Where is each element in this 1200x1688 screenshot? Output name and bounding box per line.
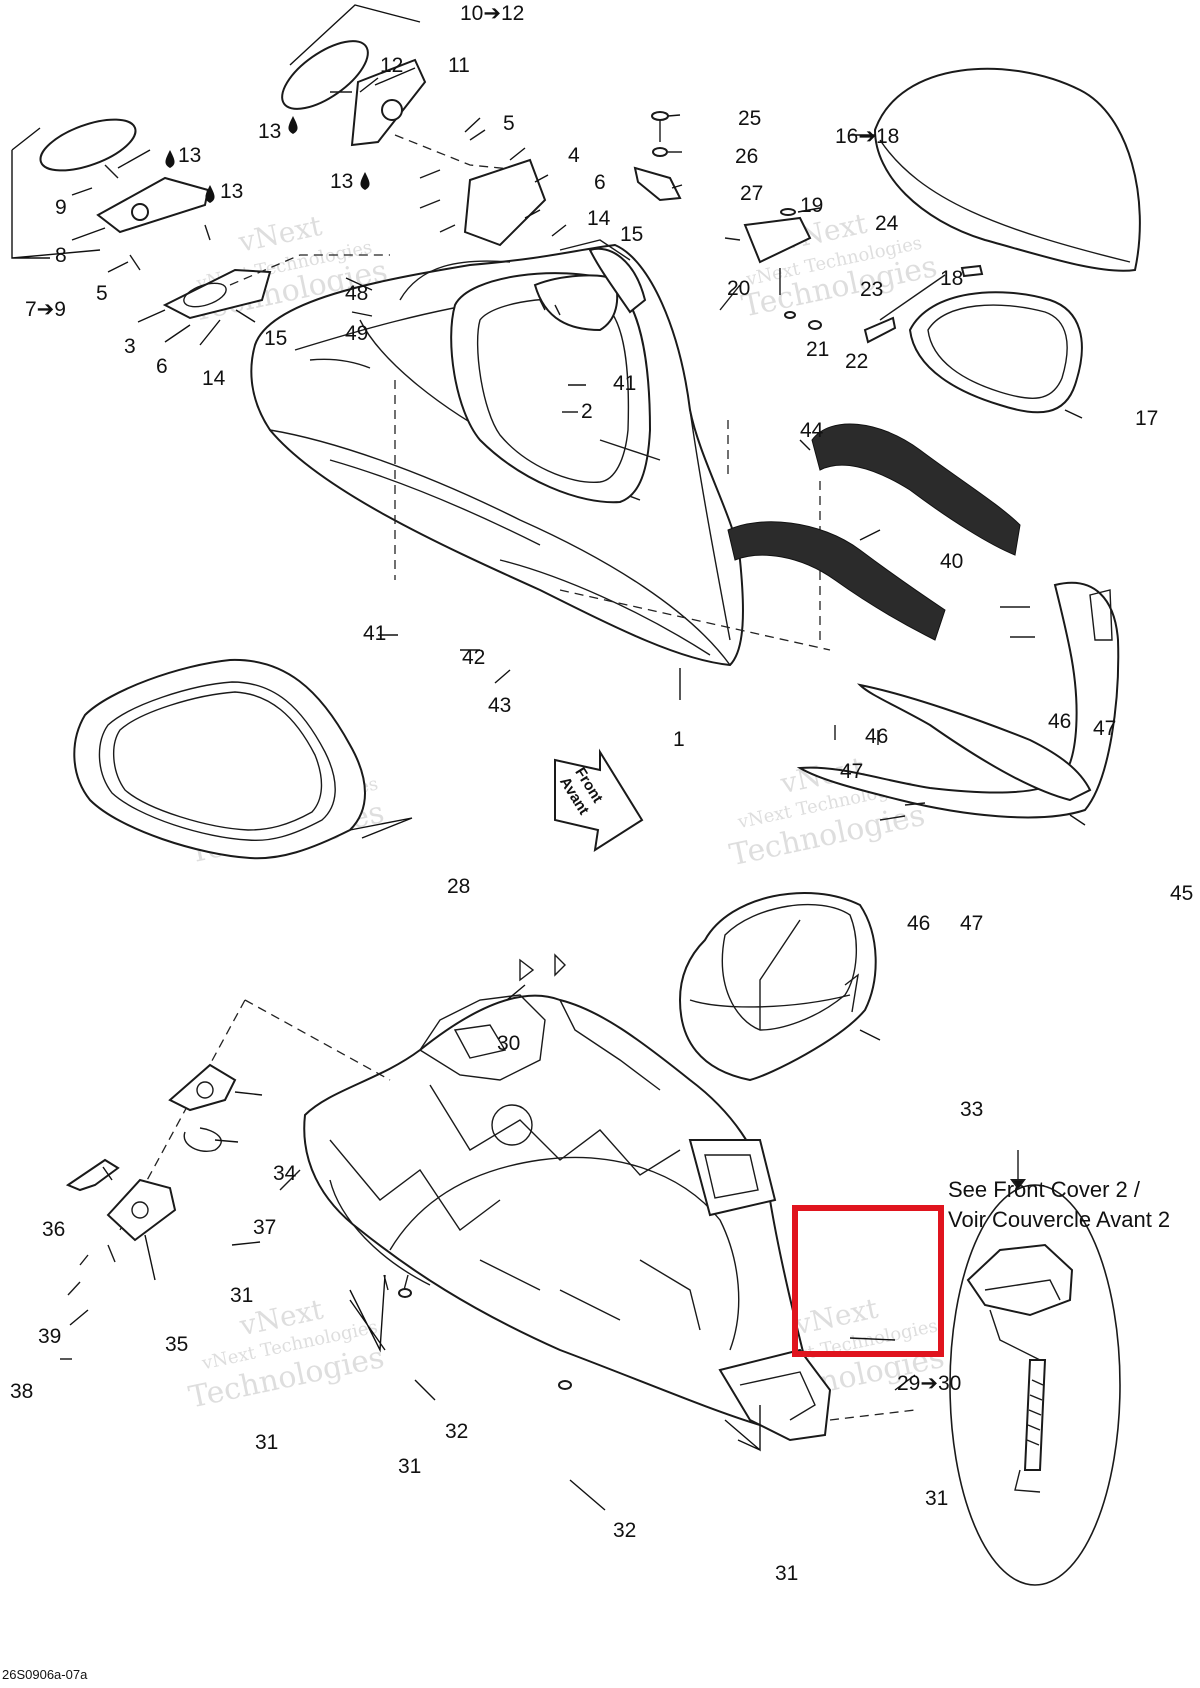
callout-43: 43 (488, 694, 511, 717)
air-hose-lower (727, 521, 946, 641)
callout-30: 30 (497, 1032, 520, 1055)
drop-icon (165, 150, 175, 168)
windshield (873, 67, 1141, 272)
callout-4: 4 (568, 144, 580, 167)
windshield-gasket (863, 264, 1083, 414)
callout-7-9: 7➔9 (25, 298, 66, 321)
side-trim-panels (796, 581, 1120, 821)
callout-31-c: 31 (398, 1455, 421, 1478)
callout-31-b: 31 (255, 1431, 278, 1454)
drop-icon (205, 185, 215, 203)
callout-numbers: 10➔12 11 12 13 13 13 13 9 8 7➔9 5 3 6 14… (10, 2, 1193, 1585)
fasteners-top (129, 111, 822, 330)
callout-11: 11 (448, 54, 470, 77)
storage-basket (678, 892, 877, 1082)
callout-33: 33 (960, 1098, 983, 1121)
callout-48: 48 (345, 282, 368, 305)
callout-26: 26 (735, 145, 758, 168)
callout-10-12: 10➔12 (460, 2, 524, 25)
callout-47-a: 47 (1093, 717, 1116, 740)
direction-arrow: Front Avant (554, 748, 644, 853)
callout-47-c: 47 (960, 912, 983, 935)
callout-42: 42 (462, 646, 485, 669)
callout-47-b: 47 (840, 760, 863, 783)
callout-18-a: 18 (940, 267, 963, 290)
callout-22: 22 (845, 350, 868, 373)
callout-12: 12 (380, 54, 403, 77)
callout-15-a: 15 (264, 327, 287, 350)
callout-16-18: 16➔18 (835, 125, 899, 148)
callout-13-d: 13 (330, 170, 353, 193)
storage-gasket (73, 658, 413, 860)
callout-13-a: 13 (258, 120, 281, 143)
callout-3: 3 (124, 335, 136, 358)
callout-31-e: 31 (775, 1562, 798, 1585)
callout-46-c: 46 (907, 912, 930, 935)
callout-5-a: 5 (96, 282, 108, 305)
callout-6-b: 6 (594, 171, 606, 194)
drop-icon (360, 172, 370, 190)
highlight-box (792, 1205, 944, 1357)
callout-leaders (60, 67, 1086, 1511)
callout-9: 9 (55, 196, 67, 219)
callout-39: 39 (38, 1325, 61, 1348)
callout-27: 27 (740, 182, 763, 205)
callout-41-b: 41 (363, 622, 386, 645)
watermark-middle-right: vNext vNext Technologies Technologies (727, 750, 928, 873)
callout-28: 28 (447, 875, 470, 898)
note-line-2: Voir Couvercle Avant 2 (948, 1207, 1170, 1232)
callout-1: 1 (673, 728, 685, 751)
callout-32-a: 32 (445, 1420, 468, 1443)
callout-8: 8 (55, 244, 67, 267)
callout-31-d: 31 (925, 1487, 948, 1510)
callout-38: 38 (10, 1380, 33, 1403)
drop-icons (165, 116, 370, 203)
front-cover (250, 239, 831, 667)
front-cover-2-detail (949, 1150, 1121, 1586)
callout-49: 49 (345, 322, 368, 345)
callout-5-b: 5 (503, 112, 515, 135)
callout-24: 24 (875, 212, 899, 235)
callout-40: 40 (940, 550, 963, 573)
callout-25: 25 (738, 107, 761, 130)
callout-32-b: 32 (613, 1519, 636, 1542)
callout-15-b: 15 (620, 223, 643, 246)
note-line-1: See Front Cover 2 / (948, 1177, 1141, 1202)
callout-23: 23 (860, 278, 883, 301)
callout-34: 34 (273, 1162, 297, 1185)
callout-14-b: 14 (587, 207, 611, 230)
callout-41-a: 41 (613, 372, 636, 395)
mirror-assembly-lower (39, 118, 547, 320)
air-hose-upper (811, 423, 1021, 556)
callout-44: 44 (800, 419, 824, 442)
drop-icon (288, 116, 298, 134)
callout-17: 17 (1135, 407, 1158, 430)
bracket-10-12-lines (11, 4, 421, 259)
callout-13-c: 13 (220, 180, 243, 203)
callout-45: 45 (1170, 882, 1193, 905)
callout-35: 35 (165, 1333, 188, 1356)
callout-31-a: 31 (230, 1284, 253, 1307)
callout-2: 2 (581, 400, 593, 423)
callout-19: 19 (800, 194, 823, 217)
callout-29-30: 29➔30 (897, 1372, 961, 1395)
support-frame (119, 953, 916, 1452)
callout-46-a: 46 (1048, 710, 1071, 733)
callout-21: 21 (806, 338, 829, 361)
callout-6-a: 6 (156, 355, 168, 378)
callout-37: 37 (253, 1216, 276, 1239)
callout-13-b: 13 (178, 144, 201, 167)
document-code: 26S0906a-07a (2, 1667, 88, 1682)
mirror-assembly-upper (281, 40, 521, 171)
callout-36: 36 (42, 1218, 65, 1241)
callout-14-a: 14 (202, 367, 226, 390)
callout-46-b: 46 (865, 725, 888, 748)
latch-parts (65, 1063, 237, 1296)
callout-20: 20 (727, 277, 750, 300)
